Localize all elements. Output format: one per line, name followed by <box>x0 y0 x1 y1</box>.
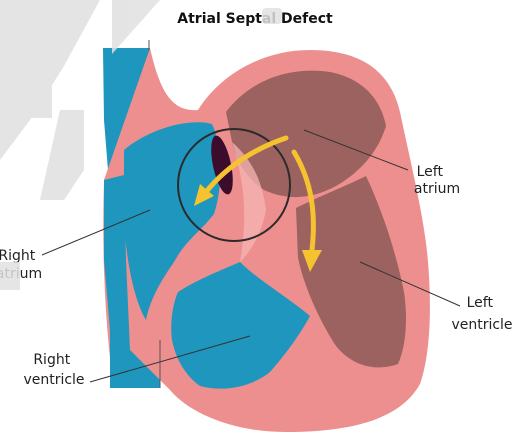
label-right-ventricle-line2: ventricle <box>23 372 84 388</box>
label-left-ventricle-line2: ventricle <box>451 317 512 333</box>
label-left-ventricle-line1: Left <box>467 295 494 311</box>
label-right-ventricle-line1: Right <box>33 352 70 368</box>
label-left-atrium-line2: atrium <box>414 181 460 197</box>
label-left-ventricle: Left ventricle <box>451 295 512 333</box>
label-left-atrium-line1: Left <box>417 164 444 180</box>
diagram-title: Atrial Septal Defect <box>177 11 333 27</box>
label-right-atrium-line1: Right <box>0 248 36 264</box>
label-right-ventricle: Right ventricle <box>23 352 84 388</box>
label-left-atrium: Left atrium <box>414 164 460 197</box>
